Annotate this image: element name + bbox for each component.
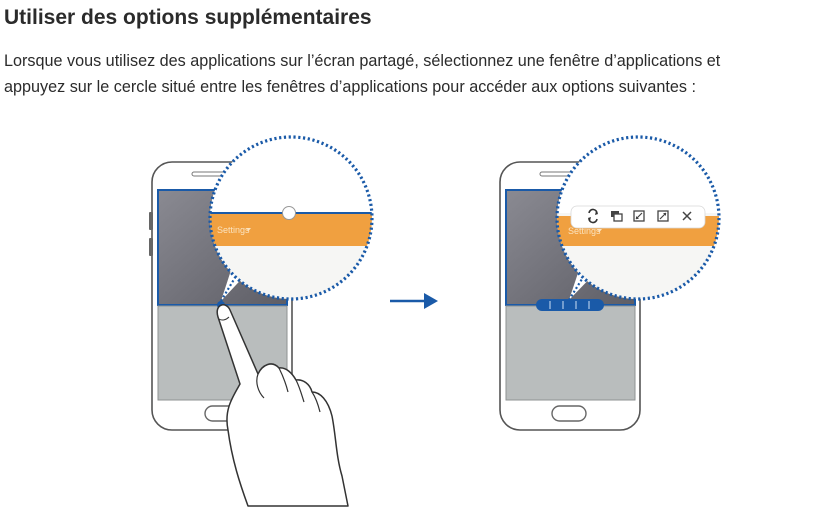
divider-circle [282,206,296,220]
left-zoom-bubble: Settings [208,135,374,302]
right-zoom-bubble: Settings [555,135,721,301]
home-button [551,405,587,422]
minimize-window-icon[interactable] [633,210,645,222]
intro-line-2: appuyez sur le cercle situé entre les fe… [4,78,696,96]
hand-icon [216,304,349,507]
bottom-app-window [505,305,636,401]
options-bar [536,299,604,311]
section-title: Utiliser des options supplémentaires [4,6,372,29]
zoom-app-label: Settings [217,225,250,235]
switch-windows-icon[interactable] [588,208,598,224]
right-arrow-icon [390,293,438,309]
maximize-window-icon[interactable] [657,210,669,222]
close-app-icon[interactable] [682,211,692,221]
intro-line-1: Lorsque vous utilisez des applications s… [4,52,721,70]
zoom-app-label: Settings [568,226,601,236]
share-content-icon[interactable] [611,211,623,222]
section-intro: Lorsque vous utilisez des applications s… [4,48,830,100]
